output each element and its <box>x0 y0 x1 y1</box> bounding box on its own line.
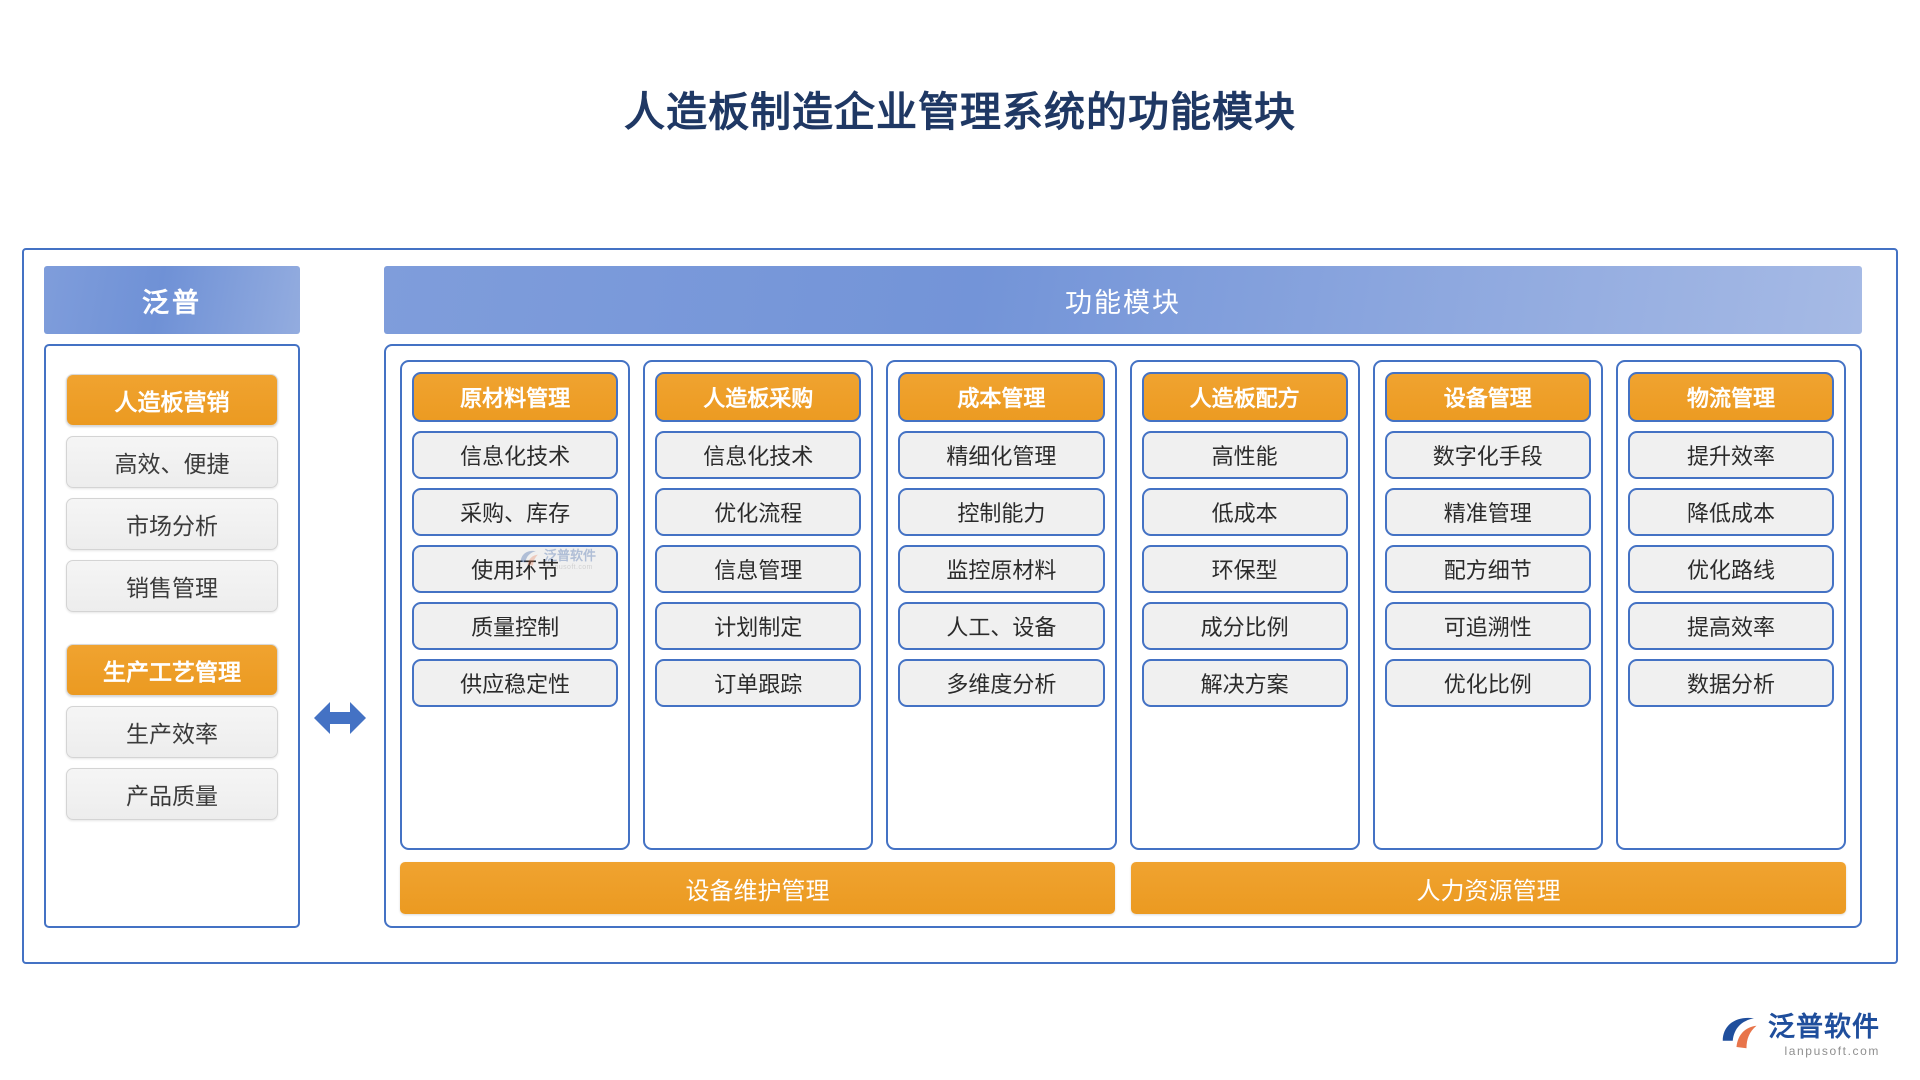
module-item[interactable]: 配方细节 <box>1384 545 1591 593</box>
module-item[interactable]: 环保型 <box>1141 545 1348 593</box>
module-item[interactable]: 低成本 <box>1141 488 1348 536</box>
module-item[interactable]: 提高效率 <box>1627 602 1835 650</box>
module-card-board-formula: 人造板配方 高性能 低成本 环保型 成分比例 解决方案 <box>1129 360 1360 850</box>
brand-item-production-efficiency[interactable]: 生产效率 <box>66 706 278 758</box>
footer-bar-human-resources[interactable]: 人力资源管理 <box>1131 862 1846 914</box>
diagram-frame: 泛普 人造板营销 高效、便捷 市场分析 销售管理 生产工艺管理 生产效率 产品质… <box>22 248 1898 964</box>
module-title-board-formula[interactable]: 人造板配方 <box>1141 372 1348 422</box>
module-item[interactable]: 订单跟踪 <box>655 659 862 707</box>
modules-header: 功能模块 <box>384 266 1862 334</box>
module-item[interactable]: 使用环节 <box>412 545 619 593</box>
modules-body: 原材料管理 信息化技术 采购、库存 使用环节 质量控制 供应稳定性 人造板采购 … <box>384 344 1862 928</box>
module-item[interactable]: 监控原材料 <box>898 545 1105 593</box>
modules-column: 功能模块 原材料管理 信息化技术 采购、库存 使用环节 质量控制 供应稳定性 人… <box>384 266 1862 928</box>
module-item[interactable]: 信息化技术 <box>655 431 862 479</box>
module-item[interactable]: 信息化技术 <box>412 431 619 479</box>
module-item[interactable]: 数字化手段 <box>1384 431 1591 479</box>
lanpu-brand-icon <box>1722 1017 1757 1048</box>
footer-bar-equipment-maintenance[interactable]: 设备维护管理 <box>400 862 1115 914</box>
brand-column: 泛普 人造板营销 高效、便捷 市场分析 销售管理 生产工艺管理 生产效率 产品质… <box>44 266 300 928</box>
modules-grid: 原材料管理 信息化技术 采购、库存 使用环节 质量控制 供应稳定性 人造板采购 … <box>400 360 1847 850</box>
module-title-board-procurement[interactable]: 人造板采购 <box>655 372 862 422</box>
module-item[interactable]: 成分比例 <box>1141 602 1348 650</box>
module-item[interactable]: 精准管理 <box>1384 488 1591 536</box>
module-item[interactable]: 可追溯性 <box>1384 602 1591 650</box>
footer-logo-sub: lanpusoft.com <box>1784 1044 1880 1058</box>
module-title-cost-management[interactable]: 成本管理 <box>898 372 1105 422</box>
module-item[interactable]: 控制能力 <box>898 488 1105 536</box>
module-item[interactable]: 精细化管理 <box>898 431 1105 479</box>
module-item[interactable]: 供应稳定性 <box>412 659 619 707</box>
brand-item-sales-management[interactable]: 销售管理 <box>66 560 278 612</box>
module-item[interactable]: 降低成本 <box>1627 488 1835 536</box>
brand-group-title-production[interactable]: 生产工艺管理 <box>66 644 278 696</box>
module-title-raw-material[interactable]: 原材料管理 <box>412 372 619 422</box>
module-item[interactable]: 质量控制 <box>412 602 619 650</box>
module-item[interactable]: 人工、设备 <box>898 602 1105 650</box>
module-item[interactable]: 提升效率 <box>1627 431 1835 479</box>
footer-logo: 泛普软件 lanpusoft.com <box>1719 1005 1880 1058</box>
module-item[interactable]: 解决方案 <box>1141 659 1348 707</box>
module-item[interactable]: 优化路线 <box>1627 545 1835 593</box>
module-item[interactable]: 高性能 <box>1141 431 1348 479</box>
module-card-board-procurement: 人造板采购 信息化技术 优化流程 信息管理 计划制定 订单跟踪 <box>643 360 874 850</box>
module-item[interactable]: 优化流程 <box>655 488 862 536</box>
module-title-logistics-management[interactable]: 物流管理 <box>1627 372 1835 422</box>
brand-item-market-analysis[interactable]: 市场分析 <box>66 498 278 550</box>
module-item[interactable]: 信息管理 <box>655 545 862 593</box>
brand-header: 泛普 <box>44 266 300 334</box>
double-arrow-horizontal-icon <box>312 690 368 746</box>
module-item[interactable]: 采购、库存 <box>412 488 619 536</box>
module-card-logistics-management: 物流管理 提升效率 降低成本 优化路线 提高效率 数据分析 <box>1615 360 1847 850</box>
module-title-equipment-management[interactable]: 设备管理 <box>1384 372 1591 422</box>
page-title: 人造板制造企业管理系统的功能模块 <box>624 89 1296 135</box>
brand-item-product-quality[interactable]: 产品质量 <box>66 768 278 820</box>
brand-body: 人造板营销 高效、便捷 市场分析 销售管理 生产工艺管理 生产效率 产品质量 <box>44 344 300 928</box>
brand-group-title-marketing[interactable]: 人造板营销 <box>66 374 278 426</box>
modules-footer-bars: 设备维护管理 人力资源管理 <box>400 862 1846 914</box>
module-item[interactable]: 多维度分析 <box>898 659 1105 707</box>
module-item[interactable]: 优化比例 <box>1384 659 1591 707</box>
module-card-cost-management: 成本管理 精细化管理 控制能力 监控原材料 人工、设备 多维度分析 <box>886 360 1117 850</box>
module-card-raw-material: 原材料管理 信息化技术 采购、库存 使用环节 质量控制 供应稳定性 <box>400 360 631 850</box>
module-item[interactable]: 计划制定 <box>655 602 862 650</box>
brand-item-efficient[interactable]: 高效、便捷 <box>66 436 278 488</box>
footer-logo-main: 泛普软件 <box>1768 1012 1880 1042</box>
module-card-equipment-management: 设备管理 数字化手段 精准管理 配方细节 可追溯性 优化比例 <box>1372 360 1603 850</box>
module-item[interactable]: 数据分析 <box>1627 659 1835 707</box>
brand-group-divider <box>66 622 278 644</box>
